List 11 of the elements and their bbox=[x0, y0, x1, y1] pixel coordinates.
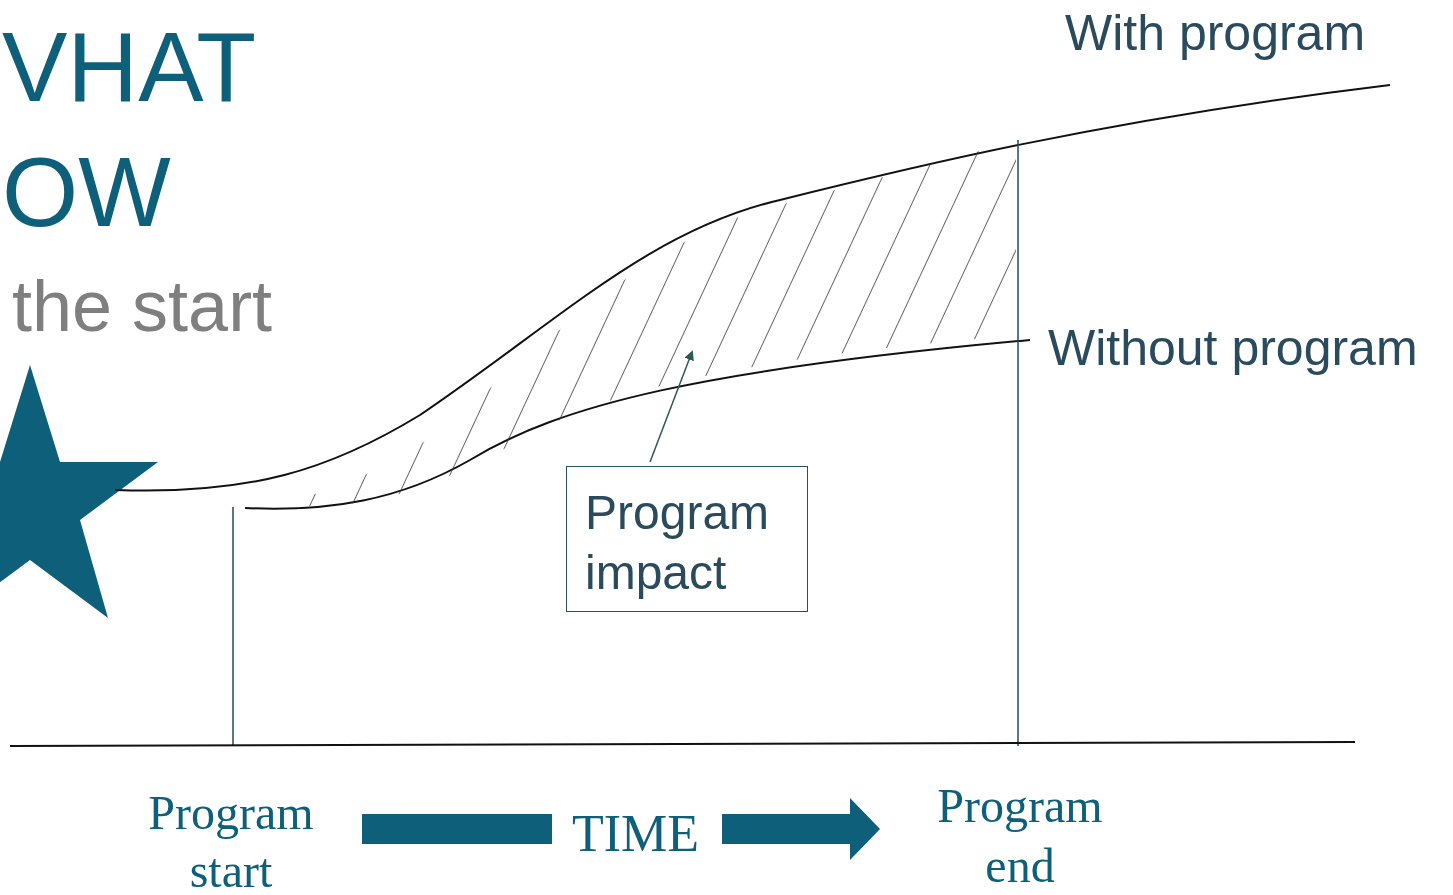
subtitle-text: the start bbox=[12, 270, 273, 342]
title-text: VHAT bbox=[2, 18, 257, 116]
curve-label: With program bbox=[1065, 8, 1366, 58]
title-text: OW bbox=[2, 143, 171, 241]
callout-box bbox=[566, 466, 808, 612]
axis-label: Program end bbox=[936, 778, 1104, 894]
curve-label: Without program bbox=[1048, 323, 1418, 373]
axis-label: Program start bbox=[147, 785, 315, 895]
callout-text: Program impact bbox=[585, 485, 771, 601]
axis-label: TIME bbox=[572, 808, 700, 860]
leader-arrow bbox=[649, 350, 694, 463]
